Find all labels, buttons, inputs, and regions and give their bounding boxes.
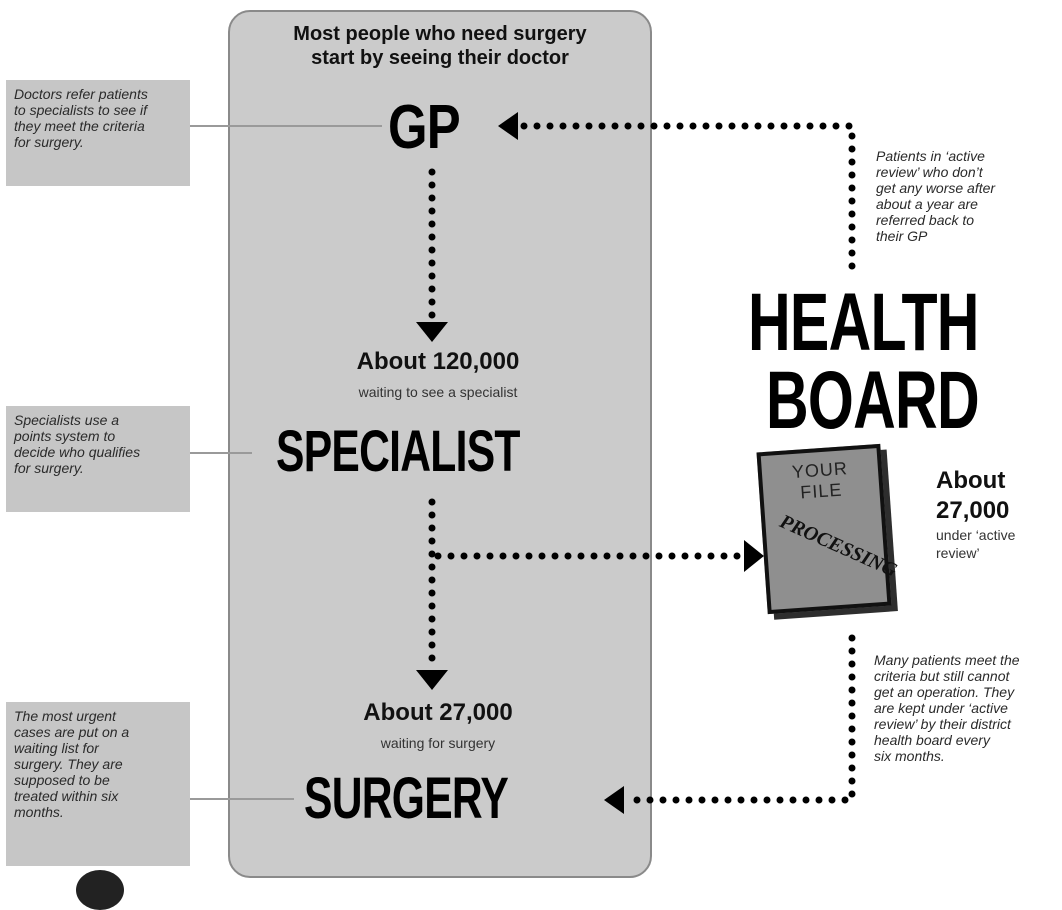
file-folder-icon: YOUR FILE PROCESSING xyxy=(756,443,900,615)
note-line: Specialists use a xyxy=(14,412,120,428)
active-review-label: under ‘active xyxy=(936,527,1016,543)
arrowhead-down-icon xyxy=(416,322,448,342)
surgery-side-note: The most urgent cases are put on a waiti… xyxy=(6,702,190,866)
stage-surgery: SURGERY xyxy=(304,766,509,831)
specialist-wait-count: About 120,000 xyxy=(356,348,520,375)
note-line: they meet the criteria xyxy=(14,118,145,134)
note-line: get any worse after xyxy=(876,180,996,196)
main-flow-panel xyxy=(228,10,652,878)
note-line: are kept under ‘active xyxy=(874,700,1008,716)
note-line: get an operation. They xyxy=(874,684,1015,700)
note-line: review’ who don’t xyxy=(876,164,983,180)
active-review-note: Many patients meet the criteria but stil… xyxy=(874,652,1060,764)
note-line: health board every xyxy=(874,732,990,748)
note-line: review’ by their district xyxy=(874,716,1011,732)
note-line: criteria but still cannot xyxy=(874,668,1010,684)
processing-stamp: PROCESSING xyxy=(776,510,901,582)
note-line: Doctors refer patients xyxy=(14,86,148,102)
return-to-gp-note: Patients in ‘active review’ who don’t ge… xyxy=(876,148,1056,244)
note-line: The most urgent xyxy=(14,708,116,724)
note-line: decide who qualifies xyxy=(14,444,141,460)
note-line: supposed to be xyxy=(14,772,110,788)
arrowhead-right-icon xyxy=(744,540,764,572)
note-line: months. xyxy=(14,804,64,820)
health-board-title-line1: HEALTH xyxy=(748,277,979,368)
gp-side-note: Doctors refer patients to specialists to… xyxy=(6,80,190,186)
surgery-wait-count: About 27,000 xyxy=(363,699,513,726)
specialist-note-connector xyxy=(190,452,252,454)
stage-specialist: SPECIALIST xyxy=(276,419,520,484)
arrowhead-left-icon xyxy=(498,112,518,140)
note-line: points system to xyxy=(14,428,116,444)
surgery-wait-label: waiting for surgery xyxy=(380,735,496,751)
intro-line: Most people who need surgery xyxy=(293,23,587,45)
arrowhead-left-icon xyxy=(604,786,624,814)
stage-gp: GP xyxy=(388,93,461,162)
active-review-line2: 27,000 xyxy=(936,497,1010,524)
note-line: six months. xyxy=(874,748,945,764)
intro-text: Most people who need surgery start by se… xyxy=(262,22,618,70)
health-board-to-surgery-path xyxy=(626,634,856,804)
health-board-title-line2: BOARD xyxy=(766,355,980,446)
health-board-to-gp-path xyxy=(520,122,856,280)
note-line: treated within six xyxy=(14,788,119,804)
active-review-label: review’ xyxy=(936,545,980,561)
note-line: waiting list for xyxy=(14,740,99,756)
note-line: about a year are xyxy=(876,196,978,212)
flow-arrows xyxy=(416,112,856,814)
note-line: surgery. They are xyxy=(14,756,123,772)
arrowhead-down-icon xyxy=(416,670,448,690)
note-line: Patients in ‘active xyxy=(876,148,985,164)
specialist-side-note: Specialists use a points system to decid… xyxy=(6,406,190,512)
gp-note-connector xyxy=(190,125,382,127)
note-line: for surgery. xyxy=(14,134,84,150)
note-line: for surgery. xyxy=(14,460,84,476)
note-line: referred back to xyxy=(876,212,975,228)
active-review-count: About 27,000 under ‘active review’ xyxy=(936,466,1056,562)
cropped-round-icon xyxy=(76,870,124,910)
active-review-line1: About xyxy=(936,467,1006,494)
note-line: to specialists to see if xyxy=(14,102,148,118)
note-line: Many patients meet the xyxy=(874,652,1020,668)
specialist-wait-label: waiting to see a specialist xyxy=(358,384,518,400)
note-line: cases are put on a xyxy=(14,724,130,740)
surgery-note-connector xyxy=(190,798,294,800)
intro-line: start by seeing their doctor xyxy=(311,47,569,69)
note-line: their GP xyxy=(876,228,928,244)
